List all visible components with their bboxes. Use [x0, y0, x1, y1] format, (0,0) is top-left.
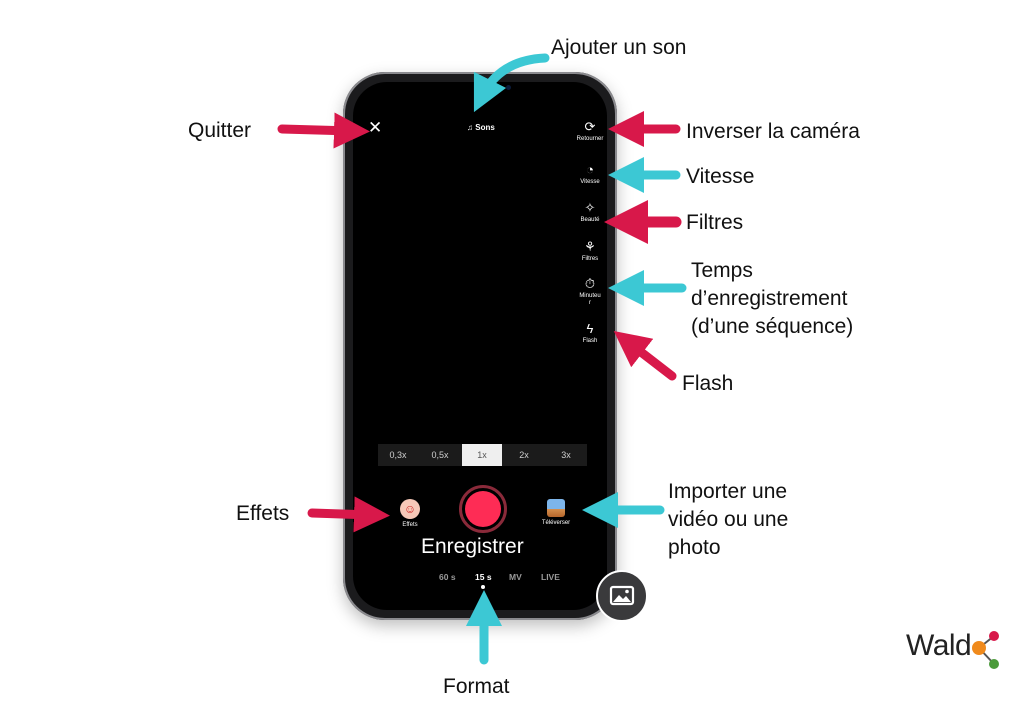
format-tab-60s[interactable]: 60 s — [439, 572, 456, 582]
annotation-record-time-line-3: (d’une séquence) — [691, 315, 854, 338]
annotation-format: Format — [443, 675, 510, 698]
annotation-import-line-1: Importer une — [668, 480, 788, 503]
zoom-option-3x[interactable]: 3x — [561, 450, 571, 460]
annotation-record-time-line-1: Temps — [691, 259, 753, 282]
annotation-import-line-2: vidéo ou une — [668, 508, 789, 531]
timer-button[interactable]: ⏱ Minuteur — [572, 277, 608, 307]
record-dot — [465, 491, 501, 527]
arrow-flash — [613, 330, 677, 381]
beauty-button[interactable]: ✧ Beauté — [572, 201, 608, 224]
close-icon: ✕ — [368, 118, 383, 137]
annotation-speed: Vitesse — [686, 165, 755, 188]
zoom-option-1x[interactable]: 1x — [462, 444, 502, 466]
add-sound-button[interactable]: ♫ Sons — [467, 122, 495, 134]
effects-icon: ☺ — [400, 499, 420, 519]
flip-camera-icon: ⟳ — [584, 119, 596, 134]
logo-text: Wald — [906, 629, 972, 662]
format-tab-mv[interactable]: MV — [509, 572, 522, 582]
timer-label: Minuteur — [579, 293, 601, 306]
beauty-label: Beauté — [580, 217, 600, 223]
music-note-icon: ♫ — [467, 123, 473, 132]
annotation-import-line-3: photo — [668, 536, 721, 559]
gallery-thumbnail-icon — [547, 499, 565, 517]
annotation-record-time-line-2: d’enregistrement — [691, 287, 848, 310]
annotation-record-time: Temps d’enregistrement (d’une séquence) — [691, 257, 853, 341]
effects-label: Effets — [402, 522, 418, 528]
annotation-quit: Quitter — [188, 119, 252, 142]
front-camera-lens — [506, 85, 511, 90]
upload-label: Téléverser — [541, 520, 571, 526]
format-tab-live[interactable]: LIVE — [541, 572, 560, 582]
flip-camera-button[interactable]: ⟳ Retourner — [572, 120, 608, 143]
filters-label: Filtres — [581, 256, 599, 262]
record-button[interactable] — [459, 485, 507, 533]
filters-icon: ⚘ — [584, 239, 596, 254]
close-button[interactable]: ✕ — [368, 118, 382, 138]
filters-button[interactable]: ⚘ Filtres — [572, 240, 608, 263]
beauty-wand-icon: ✧ — [584, 200, 596, 215]
speed-label: Vitesse — [580, 179, 600, 185]
annotation-effects: Effets — [236, 502, 290, 525]
annotation-filters: Filtres — [686, 211, 744, 234]
sounds-label: Sons — [475, 123, 495, 132]
upload-button[interactable]: Téléverser — [538, 499, 574, 526]
format-selected-dot — [481, 585, 485, 589]
flash-icon: ϟ — [586, 321, 594, 336]
annotation-flash: Flash — [682, 372, 734, 395]
timer-icon: ⏱ — [584, 276, 596, 291]
zoom-option-0-5x[interactable]: 0,5x — [431, 450, 449, 460]
zoom-option-0-3x[interactable]: 0,3x — [389, 450, 407, 460]
zoom-option-2x[interactable]: 2x — [519, 450, 529, 460]
effects-button[interactable]: ☺ Effets — [395, 499, 425, 528]
waldo-logo: Wald — [906, 626, 1006, 676]
annotation-flip-camera: Inverser la caméra — [686, 120, 860, 143]
format-tab-15s[interactable]: 15 s — [475, 572, 492, 582]
speed-icon: ◔ — [586, 162, 594, 177]
flip-camera-label: Retourner — [576, 136, 604, 142]
annotation-import: Importer une vidéo ou une photo — [668, 478, 788, 562]
logo-network-icon — [972, 631, 999, 669]
arrow-quit — [277, 112, 370, 149]
flash-button[interactable]: ϟ Flash — [572, 322, 608, 345]
speed-button[interactable]: ◔ Vitesse — [572, 163, 608, 186]
annotation-add-sound: Ajouter un son — [551, 36, 687, 59]
zoom-selector: 0,3x 0,5x 1x 2x 3x — [378, 444, 587, 466]
image-icon — [609, 585, 635, 606]
record-label: Enregistrer — [421, 535, 524, 558]
flash-label: Flash — [582, 338, 598, 344]
image-badge — [596, 570, 648, 622]
